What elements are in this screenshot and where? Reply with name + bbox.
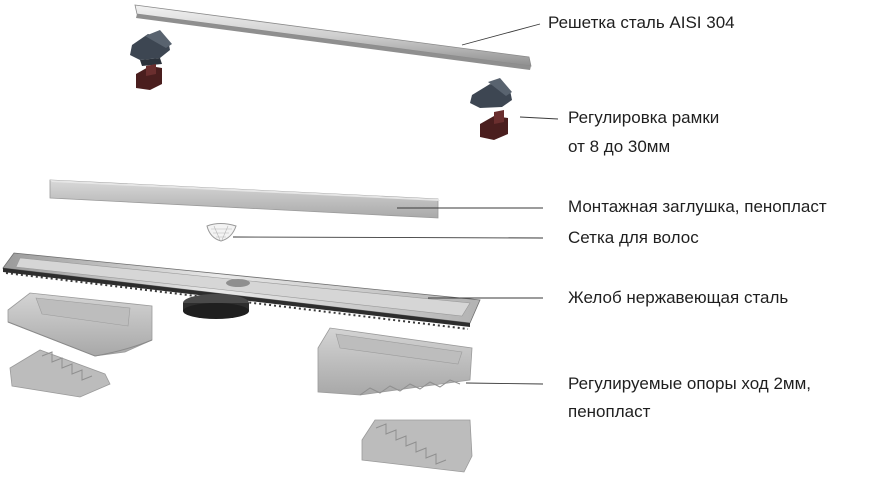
leader-grate (461, 23, 541, 46)
support-right-upper (317, 327, 473, 396)
support-left-upper (7, 292, 153, 357)
label-supports-line1: Регулируемые опоры ход 2мм, (568, 374, 811, 393)
grate-bar (134, 4, 532, 70)
frame-clip-left (136, 64, 162, 90)
label-frame-adjust-line2: от 8 до 30мм (568, 137, 671, 156)
label-hair-net: Сетка для волос (568, 228, 699, 247)
channel-outlet (183, 294, 249, 319)
frame-bracket-right (470, 78, 512, 108)
leader-supports (465, 382, 544, 385)
label-channel: Желоб нержавеющая сталь (568, 288, 789, 307)
hair-net (206, 223, 237, 242)
frame-clip-right (480, 110, 508, 140)
mounting-plug (49, 179, 440, 219)
label-mounting-plug: Монтажная заглушка, пенопласт (568, 197, 827, 216)
label-supports-line2: пенопласт (568, 402, 651, 421)
leader-hair-net (232, 236, 544, 239)
leader-lines (232, 23, 559, 385)
label-grate: Решетка сталь AISI 304 (548, 13, 735, 32)
support-right-wedges (361, 419, 473, 473)
label-frame-adjust-line1: Регулировка рамки (568, 108, 720, 127)
frame-bracket-left (130, 30, 172, 66)
leader-frame-adjust (519, 116, 559, 120)
support-left-wedges (9, 349, 111, 398)
